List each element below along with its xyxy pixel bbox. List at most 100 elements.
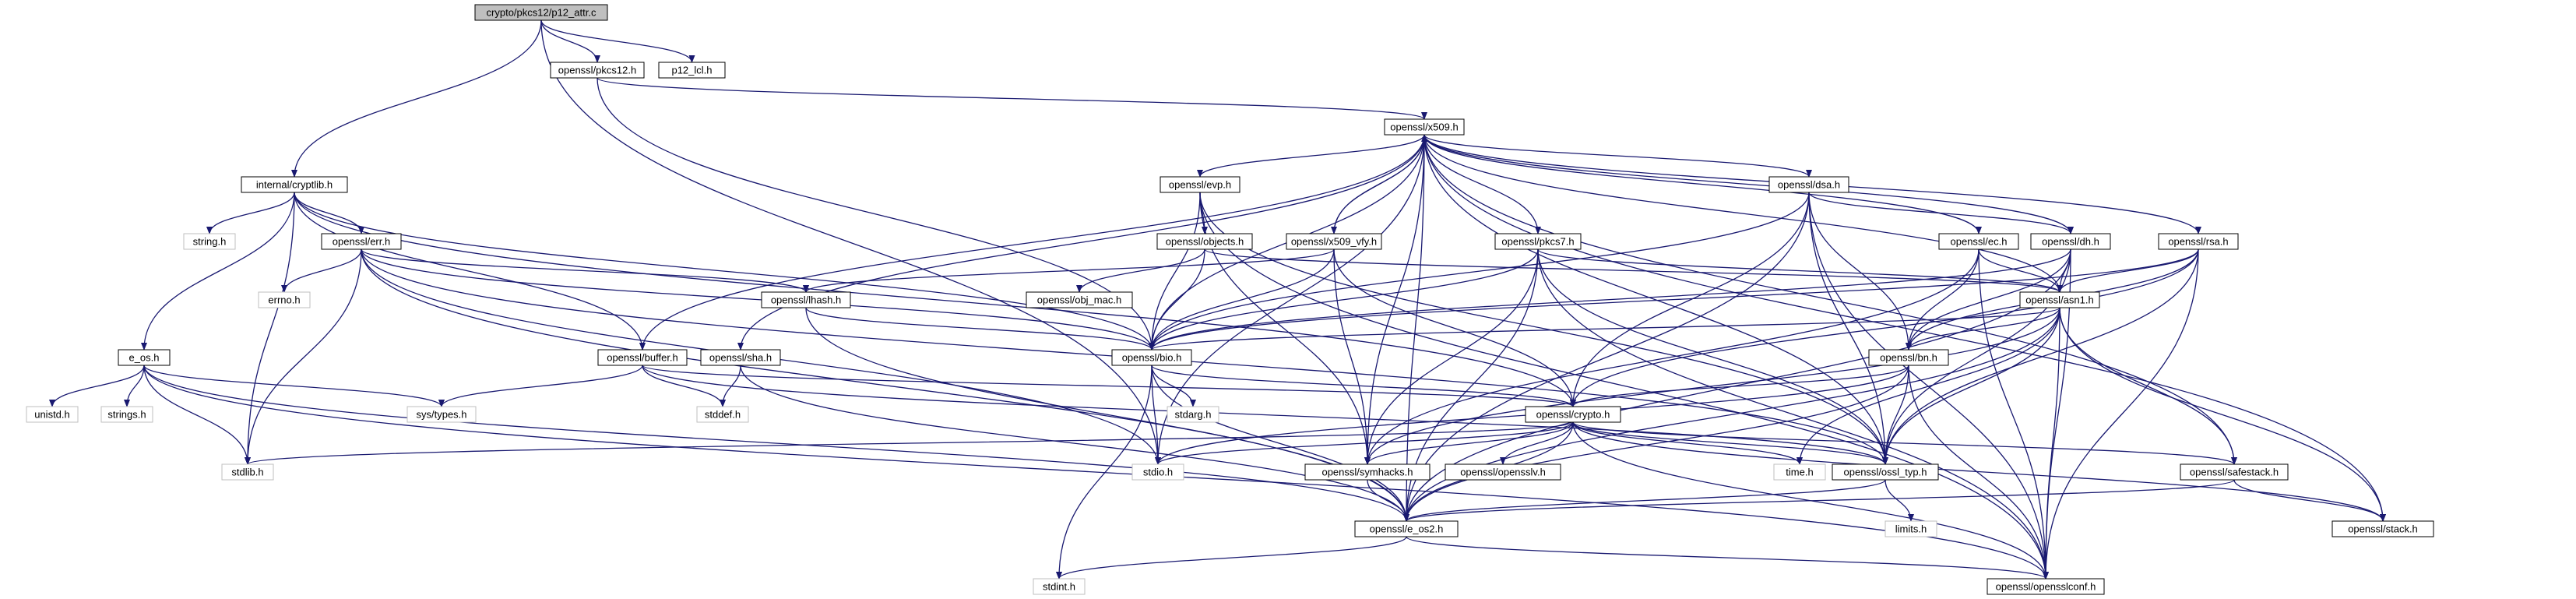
node-label: openssl/ossl_typ.h — [1844, 467, 1927, 478]
node-opensslconf[interactable]: openssl/opensslconf.h — [1987, 578, 2105, 595]
edge-crypto-to-time — [1572, 421, 1803, 465]
node-bn[interactable]: openssl/bn.h — [1868, 349, 1949, 366]
node-pkcs12[interactable]: openssl/pkcs12.h — [550, 62, 645, 79]
node-buffer[interactable]: openssl/buffer.h — [597, 349, 688, 366]
edge-buffer-to-stddef — [642, 365, 726, 407]
edge-bio-to-e_os2 — [1151, 365, 1409, 522]
edge-x509-to-dh — [1423, 134, 2074, 234]
edge-x509_vfy-to-crypto — [1333, 248, 1576, 407]
node-pkcs7[interactable]: openssl/pkcs7.h — [1494, 233, 1582, 250]
edge-buffer-to-crypto — [642, 365, 1576, 407]
node-label: errno.h — [268, 294, 300, 306]
node-lhash[interactable]: openssl/lhash.h — [761, 291, 851, 308]
node-dh[interactable]: openssl/dh.h — [2030, 233, 2111, 250]
node-ossl_typ[interactable]: openssl/ossl_typ.h — [1832, 463, 1939, 481]
edge-asn1-to-symhacks — [1364, 307, 2060, 465]
node-box — [241, 176, 348, 193]
node-box — [550, 62, 645, 79]
node-safestack[interactable]: openssl/safestack.h — [2180, 463, 2289, 481]
edge-cryptlib-to-crypto — [294, 192, 1576, 407]
node-opensslv[interactable]: openssl/opensslv.h — [1445, 463, 1561, 481]
node-x509[interactable]: openssl/x509.h — [1384, 118, 1465, 136]
node-strings: strings.h — [100, 406, 153, 423]
node-label: openssl/rsa.h — [2168, 236, 2228, 248]
node-box — [1494, 233, 1582, 250]
node-box — [1768, 176, 1849, 193]
node-symhacks[interactable]: openssl/symhacks.h — [1304, 463, 1431, 481]
node-box — [26, 406, 79, 423]
node-err[interactable]: openssl/err.h — [321, 233, 402, 250]
edge-pkcs7-to-opensslconf — [1537, 248, 2049, 580]
edge-safestack-to-stack — [2233, 479, 2386, 522]
node-box — [258, 291, 311, 308]
node-asn1[interactable]: openssl/asn1.h — [2019, 291, 2100, 308]
edge-cryptlib-to-bio — [294, 192, 1155, 351]
edge-ossl_typ-to-limits — [1884, 479, 1914, 522]
edge-err-to-lhash — [361, 248, 809, 293]
edge-buffer-to-ossl_typ — [642, 365, 1888, 465]
edge-x509-to-asn1 — [1423, 134, 2063, 293]
edge-asn1-to-time — [1797, 307, 2060, 465]
node-e_os[interactable]: e_os.h — [118, 349, 171, 366]
node-stack[interactable]: openssl/stack.h — [2331, 520, 2434, 537]
node-box — [1384, 118, 1465, 136]
node-label: openssl/bio.h — [1122, 352, 1182, 364]
edge-asn1-to-safestack — [2059, 307, 2237, 465]
node-label: unistd.h — [34, 409, 70, 421]
node-time: time.h — [1773, 463, 1826, 481]
edge-bio-to-crypto — [1151, 365, 1576, 407]
node-box — [1868, 349, 1949, 366]
node-evp[interactable]: openssl/evp.h — [1160, 176, 1240, 193]
edge-x509_vfy-to-lhash — [803, 248, 1335, 293]
node-cryptlib[interactable]: internal/cryptlib.h — [241, 176, 348, 193]
file-nodes: crypto/pkcs12/p12_attr.c openssl/pkcs12.h… — [26, 4, 2434, 595]
node-box — [1167, 406, 1219, 423]
node-box — [1286, 233, 1382, 250]
edge-rsa-to-bio — [1149, 248, 2199, 351]
edge-buffer-to-systypes — [438, 365, 643, 407]
node-box — [1773, 463, 1826, 481]
node-label: openssl/sha.h — [709, 352, 772, 364]
node-obj_mac[interactable]: openssl/obj_mac.h — [1026, 291, 1133, 308]
edge-err-to-errno — [281, 248, 362, 293]
node-root[interactable]: crypto/pkcs12/p12_attr.c — [474, 4, 608, 21]
edge-cryptlib-to-buffer — [294, 192, 646, 351]
edge-dsa-to-crypto — [1570, 192, 1810, 407]
node-label: openssl/bn.h — [1880, 352, 1937, 364]
edge-dsa-to-dh — [1808, 192, 2074, 234]
node-objects[interactable]: openssl/objects.h — [1156, 233, 1253, 250]
node-box — [1445, 463, 1561, 481]
node-crypto[interactable]: openssl/crypto.h — [1525, 406, 1621, 423]
edge-pkcs7-to-e_os2 — [1403, 248, 1539, 522]
edge-sha-to-e_os2 — [740, 365, 1409, 522]
edge-asn1-to-e_os2 — [1403, 307, 2060, 522]
edge-bn-to-crypto — [1570, 365, 1909, 407]
node-box — [1026, 291, 1133, 308]
edge-dh-to-bn — [1906, 248, 2071, 351]
node-box — [1304, 463, 1431, 481]
node-box — [1033, 578, 1086, 595]
edge-root-to-p12_lcl — [540, 19, 695, 63]
edge-x509-to-sha — [737, 134, 1425, 351]
node-rsa[interactable]: openssl/rsa.h — [2158, 233, 2239, 250]
node-box — [1525, 406, 1621, 423]
node-ec[interactable]: openssl/ec.h — [1938, 233, 2019, 250]
edge-x509-to-stack — [1423, 134, 2386, 522]
node-dsa[interactable]: openssl/dsa.h — [1768, 176, 1849, 193]
node-sha[interactable]: openssl/sha.h — [700, 349, 781, 366]
node-label: openssl/safestack.h — [2190, 467, 2279, 478]
node-e_os2[interactable]: openssl/e_os2.h — [1354, 520, 1459, 537]
edge-asn1-to-bio — [1149, 307, 2060, 351]
node-box — [1832, 463, 1939, 481]
edge-cryptlib-to-string — [206, 192, 295, 234]
edge-rsa-to-ossl_typ — [1882, 248, 2199, 465]
edge-crypto-to-stdlib — [245, 421, 1574, 465]
edge-e_os-to-strings — [124, 365, 145, 407]
node-box — [658, 62, 726, 79]
node-p12_lcl[interactable]: p12_lcl.h — [658, 62, 726, 79]
node-label: openssl/dsa.h — [1778, 179, 1840, 191]
edge-e_os-to-e_os2 — [143, 365, 1409, 522]
edge-dh-to-bio — [1149, 248, 2071, 351]
node-bio[interactable]: openssl/bio.h — [1111, 349, 1192, 366]
node-x509_vfy[interactable]: openssl/x509_vfy.h — [1286, 233, 1382, 250]
